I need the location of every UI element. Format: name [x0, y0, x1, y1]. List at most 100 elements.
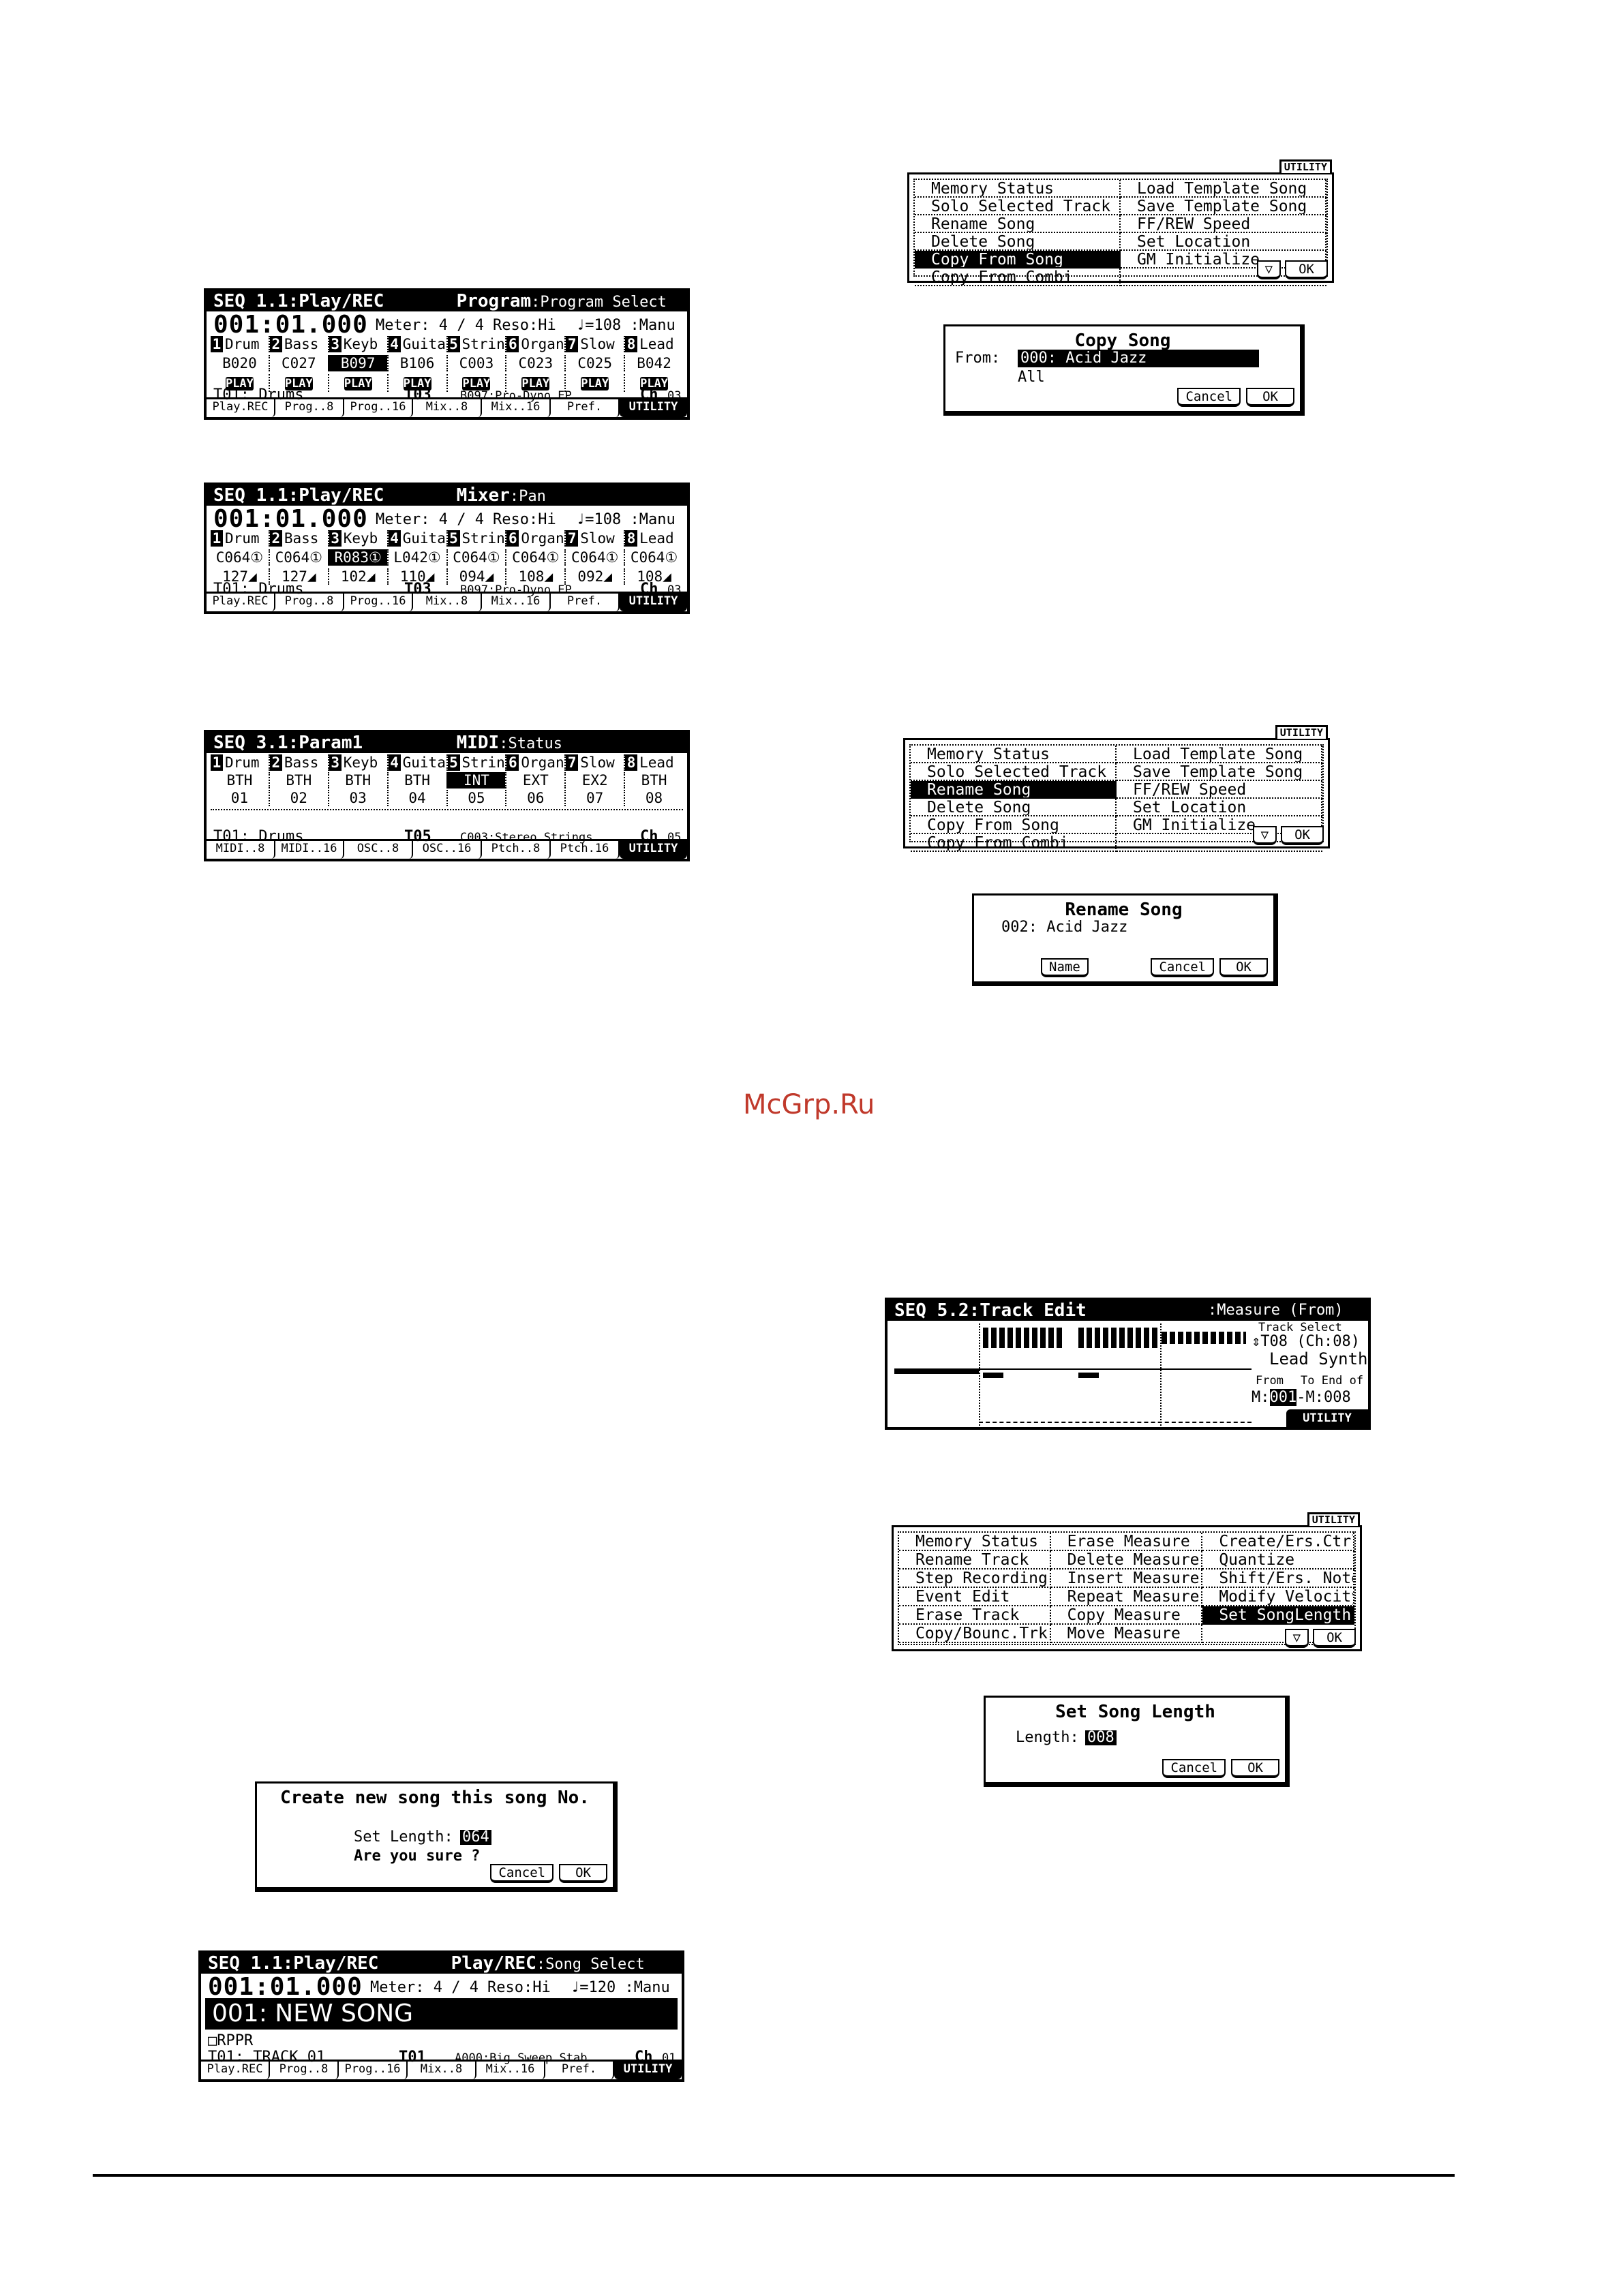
play-status[interactable]: PLAY	[284, 377, 313, 391]
tab-mix-8[interactable]: Mix..8	[413, 594, 482, 611]
tab-osc-16[interactable]: OSC..16	[413, 841, 482, 859]
tab-prog-16[interactable]: Prog..16	[344, 399, 413, 417]
menu-item-create-ers-ctrl[interactable]: Create/Ers.Ctrl	[1202, 1533, 1354, 1551]
pan-knob[interactable]: C064①	[624, 549, 683, 566]
song-select-field[interactable]: 001: NEW SONG	[205, 1998, 678, 2030]
set-length-field[interactable]: 064	[460, 1830, 491, 1845]
cancel-button[interactable]: Cancel	[490, 1864, 554, 1883]
menu-item-step-recording[interactable]: Step Recording	[899, 1570, 1051, 1588]
tab-prog-8[interactable]: Prog..8	[270, 2062, 339, 2079]
tab-pref[interactable]: Pref.	[551, 399, 620, 417]
play-status[interactable]: PLAY	[462, 377, 491, 391]
menu-item-set-location[interactable]: Set Location	[1117, 799, 1322, 816]
play-status[interactable]: PLAY	[344, 377, 372, 391]
menu-item-move-measure[interactable]: Move Measure	[1050, 1625, 1203, 1643]
menu-item-rename-song[interactable]: Rename Song	[915, 215, 1121, 233]
scroll-down-icon[interactable]: ▽	[1252, 826, 1277, 845]
menu-item-quantize[interactable]: Quantize	[1202, 1551, 1354, 1570]
tab-pref[interactable]: Pref.	[551, 594, 620, 611]
menu-item-erase-measure[interactable]: Erase Measure	[1050, 1533, 1203, 1551]
utility-button[interactable]: UTILITY	[1286, 1409, 1368, 1427]
menu-item-copy-measure[interactable]: Copy Measure	[1050, 1606, 1203, 1625]
midi-status-cell[interactable]: BTH	[624, 772, 683, 789]
ok-button[interactable]: OK	[1285, 260, 1328, 279]
scroll-down-icon[interactable]: ▽	[1256, 260, 1281, 279]
program-cell-selected[interactable]: B097	[327, 355, 387, 371]
track-select-field[interactable]: ⇕T08 (Ch:08)	[1252, 1333, 1360, 1350]
midi-status-cell[interactable]: EXT	[505, 772, 564, 789]
menu-item-rename-song[interactable]: Rename Song	[911, 781, 1117, 799]
menu-item-set-location[interactable]: Set Location	[1121, 233, 1326, 251]
tab-midi-16[interactable]: MIDI..16	[275, 841, 344, 859]
volume-slider[interactable]: 102◢	[327, 568, 387, 585]
pan-knob[interactable]: C064①	[564, 549, 624, 566]
all-option[interactable]: All	[1018, 369, 1045, 386]
program-cell[interactable]: C023	[505, 355, 564, 371]
scroll-down-icon[interactable]: ▽	[1284, 1629, 1309, 1648]
tab-prog-16[interactable]: Prog..16	[344, 594, 413, 611]
tab-ptch-8[interactable]: Ptch..8	[482, 841, 551, 859]
menu-item-gm-initialize[interactable]: GM Initialize	[1117, 816, 1322, 834]
utility-button[interactable]: UTILITY	[620, 594, 687, 611]
menu-item-solo-selected-track[interactable]: Solo Selected Track	[911, 763, 1117, 781]
ok-button[interactable]: OK	[559, 1864, 607, 1883]
program-cell[interactable]: C027	[268, 355, 328, 371]
menu-item-copy-from-combi[interactable]: Copy From Combi	[911, 834, 1117, 852]
ok-button[interactable]: OK	[1219, 958, 1268, 977]
volume-slider[interactable]: 094◢	[446, 568, 506, 585]
pan-knob-selected[interactable]: R083①	[327, 549, 387, 566]
pan-knob[interactable]: C064①	[215, 549, 264, 566]
from-song-field[interactable]: 000: Acid Jazz	[1018, 350, 1259, 367]
volume-slider[interactable]: 110◢	[386, 568, 446, 585]
menu-item-repeat-measure[interactable]: Repeat Measure	[1050, 1588, 1203, 1606]
ok-button[interactable]: OK	[1281, 826, 1324, 845]
program-cell[interactable]: B042	[624, 355, 683, 371]
menu-item-copy-from-combi[interactable]: Copy From Combi	[915, 269, 1121, 286]
volume-slider[interactable]: 127◢	[268, 568, 328, 585]
midi-status-cell[interactable]: BTH	[327, 772, 387, 789]
utility-button[interactable]: UTILITY	[620, 841, 687, 859]
tab-osc-8[interactable]: OSC..8	[344, 841, 413, 859]
menu-item-event-edit[interactable]: Event Edit	[899, 1588, 1051, 1606]
utility-button[interactable]: UTILITY	[614, 2062, 682, 2079]
menu-item-load-template-song[interactable]: Load Template Song	[1117, 746, 1322, 763]
menu-item-copy-from-song[interactable]: Copy From Song	[915, 251, 1121, 269]
tab-play-rec[interactable]: Play.REC	[201, 2062, 270, 2079]
rppr-checkbox[interactable]: □RPPR	[208, 2032, 254, 2049]
ok-button[interactable]: OK	[1313, 1629, 1356, 1648]
cancel-button[interactable]: Cancel	[1151, 958, 1215, 977]
length-field[interactable]: 008	[1085, 1730, 1117, 1745]
program-cell[interactable]: C025	[564, 355, 624, 371]
pan-knob[interactable]: C064①	[505, 549, 564, 566]
tab-prog-8[interactable]: Prog..8	[275, 399, 344, 417]
program-cell[interactable]: B106	[386, 355, 446, 371]
volume-slider[interactable]: 092◢	[564, 568, 624, 585]
tab-midi-8[interactable]: MIDI..8	[207, 841, 275, 859]
tab-mix-8[interactable]: Mix..8	[413, 399, 482, 417]
menu-item-save-template-song[interactable]: Save Template Song	[1121, 198, 1326, 215]
menu-item-delete-song[interactable]: Delete Song	[911, 799, 1117, 816]
menu-item-save-template-song[interactable]: Save Template Song	[1117, 763, 1322, 781]
cancel-button[interactable]: Cancel	[1162, 1759, 1226, 1778]
utility-button[interactable]: UTILITY	[620, 399, 687, 417]
midi-status-cell[interactable]: BTH	[268, 772, 328, 789]
tab-ptch-16[interactable]: Ptch.16	[551, 841, 620, 859]
program-cell[interactable]: B020	[222, 355, 257, 371]
